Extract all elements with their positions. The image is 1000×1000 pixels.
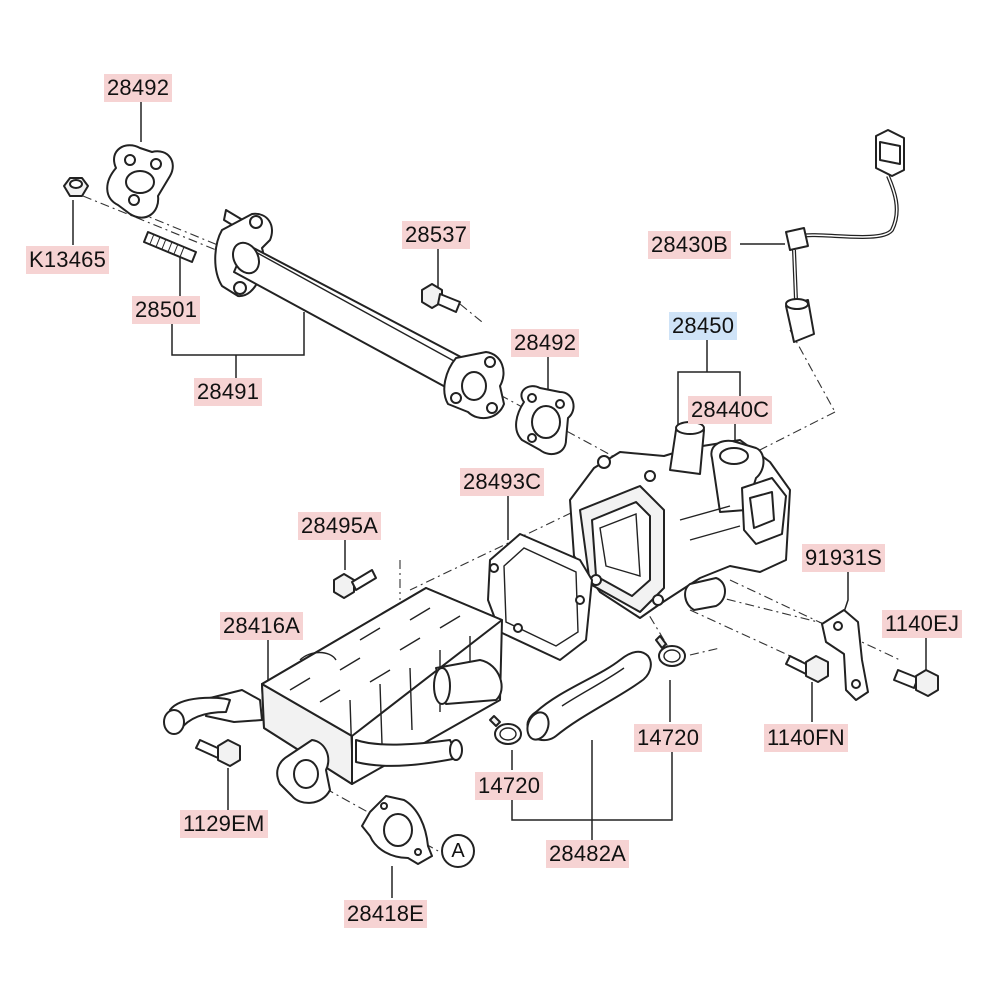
coolant-hose-part[interactable] [524,650,652,743]
label-upper-gasket[interactable]: 28492 [104,74,173,102]
label-hose-clamp-right[interactable]: 14720 [634,724,703,752]
label-hose-clamp-left[interactable]: 14720 [475,772,544,800]
label-bracket-bolt-right[interactable]: 1140EJ [882,610,963,638]
upper-bolt-part[interactable] [421,283,461,313]
label-lower-gasket[interactable]: 28418E [344,900,428,928]
label-nut[interactable]: K13465 [26,246,110,274]
label-cooler-bolt[interactable]: 28495A [298,512,382,540]
label-egr-pipe-assy[interactable]: 28491 [194,378,263,406]
hose-clamp-left-part[interactable] [489,715,522,745]
lower-gasket-part[interactable] [361,795,433,865]
label-cooler-lower-bolt[interactable]: 1129EM [180,810,268,838]
bracket-part[interactable] [821,609,869,701]
upper-gasket-part[interactable] [106,144,174,219]
label-upper-bolt[interactable]: 28537 [402,221,471,249]
label-coolant-hose[interactable]: 28482A [546,840,630,868]
egr-pipe-part[interactable] [214,209,505,420]
sensor-cable-part[interactable] [785,129,905,343]
label-mid-gasket[interactable]: 28492 [511,329,580,357]
label-egr-cooler[interactable]: 28416A [220,612,304,640]
egr-valve-part[interactable] [569,421,791,619]
label-egr-valve[interactable]: 28440C [688,396,773,424]
cooler-bolt-part[interactable] [333,569,377,599]
bracket-bolt-left-part[interactable] [785,655,829,683]
leader-lines [72,101,927,898]
cooler-lower-bolt-part[interactable] [195,739,241,767]
stud-part[interactable] [143,231,197,263]
reference-marker-a[interactable]: A [441,834,475,868]
hose-clamp-right-part[interactable] [655,635,686,667]
label-egr-valve-assy[interactable]: 28450 [669,312,738,340]
bracket-bolt-right-part[interactable] [893,669,939,697]
label-bracket[interactable]: 91931S [802,544,886,572]
nut-part[interactable] [63,177,89,197]
label-sensor-cable[interactable]: 28430B [648,231,732,259]
mid-gasket-part[interactable] [515,385,575,456]
label-cooler-gasket[interactable]: 28493C [460,468,545,496]
label-stud[interactable]: 28501 [132,296,201,324]
cooler-gasket-part[interactable] [487,533,593,661]
label-bracket-bolt-left[interactable]: 1140FN [764,724,848,752]
egr-cooler-part[interactable] [163,587,503,804]
